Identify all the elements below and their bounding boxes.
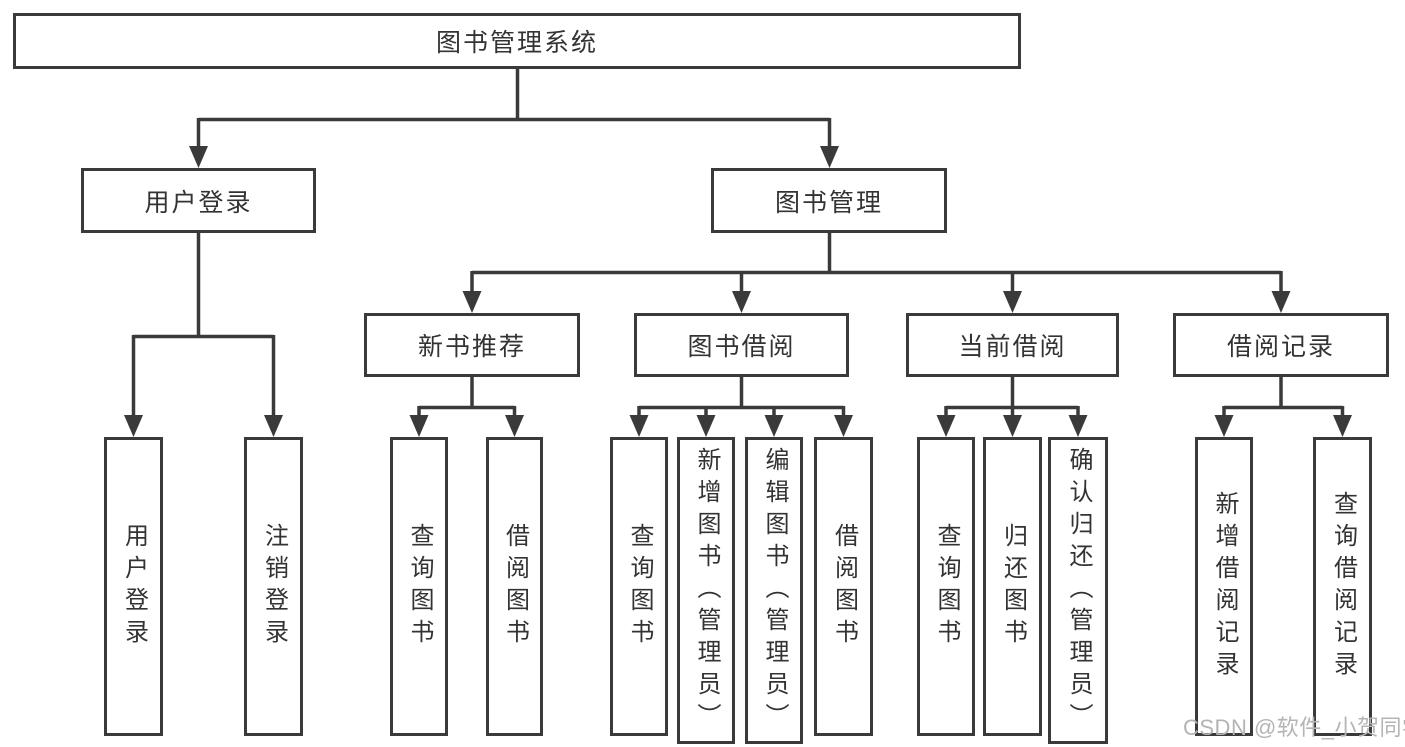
- connector-root-to-level2: [189, 69, 839, 168]
- node-borrow-books-newrec: 借阅图书: [486, 437, 543, 736]
- node-borrowing-records: 借阅记录: [1173, 313, 1389, 377]
- node-label: 借阅图书: [830, 522, 858, 651]
- node-logout-action: 注销登录: [244, 437, 303, 736]
- connector-user-login-branch: [124, 233, 283, 437]
- node-label: 确认归还（管理员）: [1065, 446, 1092, 735]
- connector-book-borrow-branch: [629, 377, 853, 437]
- node-label: 查询借阅记录: [1329, 490, 1357, 683]
- node-label: 查询图书: [406, 522, 433, 651]
- node-borrow-books-action: 借阅图书: [814, 437, 873, 736]
- node-label: 新增借阅记录: [1211, 490, 1238, 683]
- node-confirm-return-admin: 确认归还（管理员）: [1048, 437, 1108, 744]
- node-label: 编辑图书（管理员）: [761, 446, 788, 735]
- node-user-login: 用户登录: [81, 168, 316, 233]
- connector-current-borrow-branch: [936, 377, 1088, 437]
- node-label: 注销登录: [260, 522, 288, 651]
- node-current-borrowing: 当前借阅: [906, 313, 1119, 377]
- node-query-books-newrec: 查询图书: [390, 437, 448, 736]
- connector-borrow-record-branch: [1214, 377, 1352, 437]
- node-book-borrowing: 图书借阅: [634, 313, 849, 377]
- node-label: 归还图书: [999, 522, 1027, 651]
- node-library-management-system: 图书管理系统: [13, 13, 1021, 69]
- node-user-login-action: 用户登录: [104, 437, 163, 736]
- node-label: 查询图书: [626, 522, 653, 651]
- node-label: 查询图书: [933, 522, 960, 651]
- node-label: 用户登录: [120, 522, 148, 651]
- node-query-books-borrow: 查询图书: [610, 437, 668, 736]
- node-add-borrow-record: 新增借阅记录: [1195, 437, 1253, 736]
- node-label: 借阅图书: [501, 522, 529, 651]
- node-return-books: 归还图书: [983, 437, 1042, 736]
- node-book-management: 图书管理: [711, 168, 947, 233]
- csdn-watermark: CSDN @软件_小贺同学: [1183, 715, 1405, 740]
- node-query-borrow-record: 查询借阅记录: [1313, 437, 1372, 736]
- node-query-books-current: 查询图书: [917, 437, 975, 736]
- node-label: 新增图书（管理员）: [693, 446, 720, 735]
- node-new-book-recommendation: 新书推荐: [364, 313, 580, 377]
- connector-new-book-branch: [409, 377, 524, 437]
- node-add-books-admin: 新增图书（管理员）: [677, 437, 735, 744]
- node-edit-books-admin: 编辑图书（管理员）: [745, 437, 803, 744]
- connector-book-management-branch: [462, 233, 1291, 313]
